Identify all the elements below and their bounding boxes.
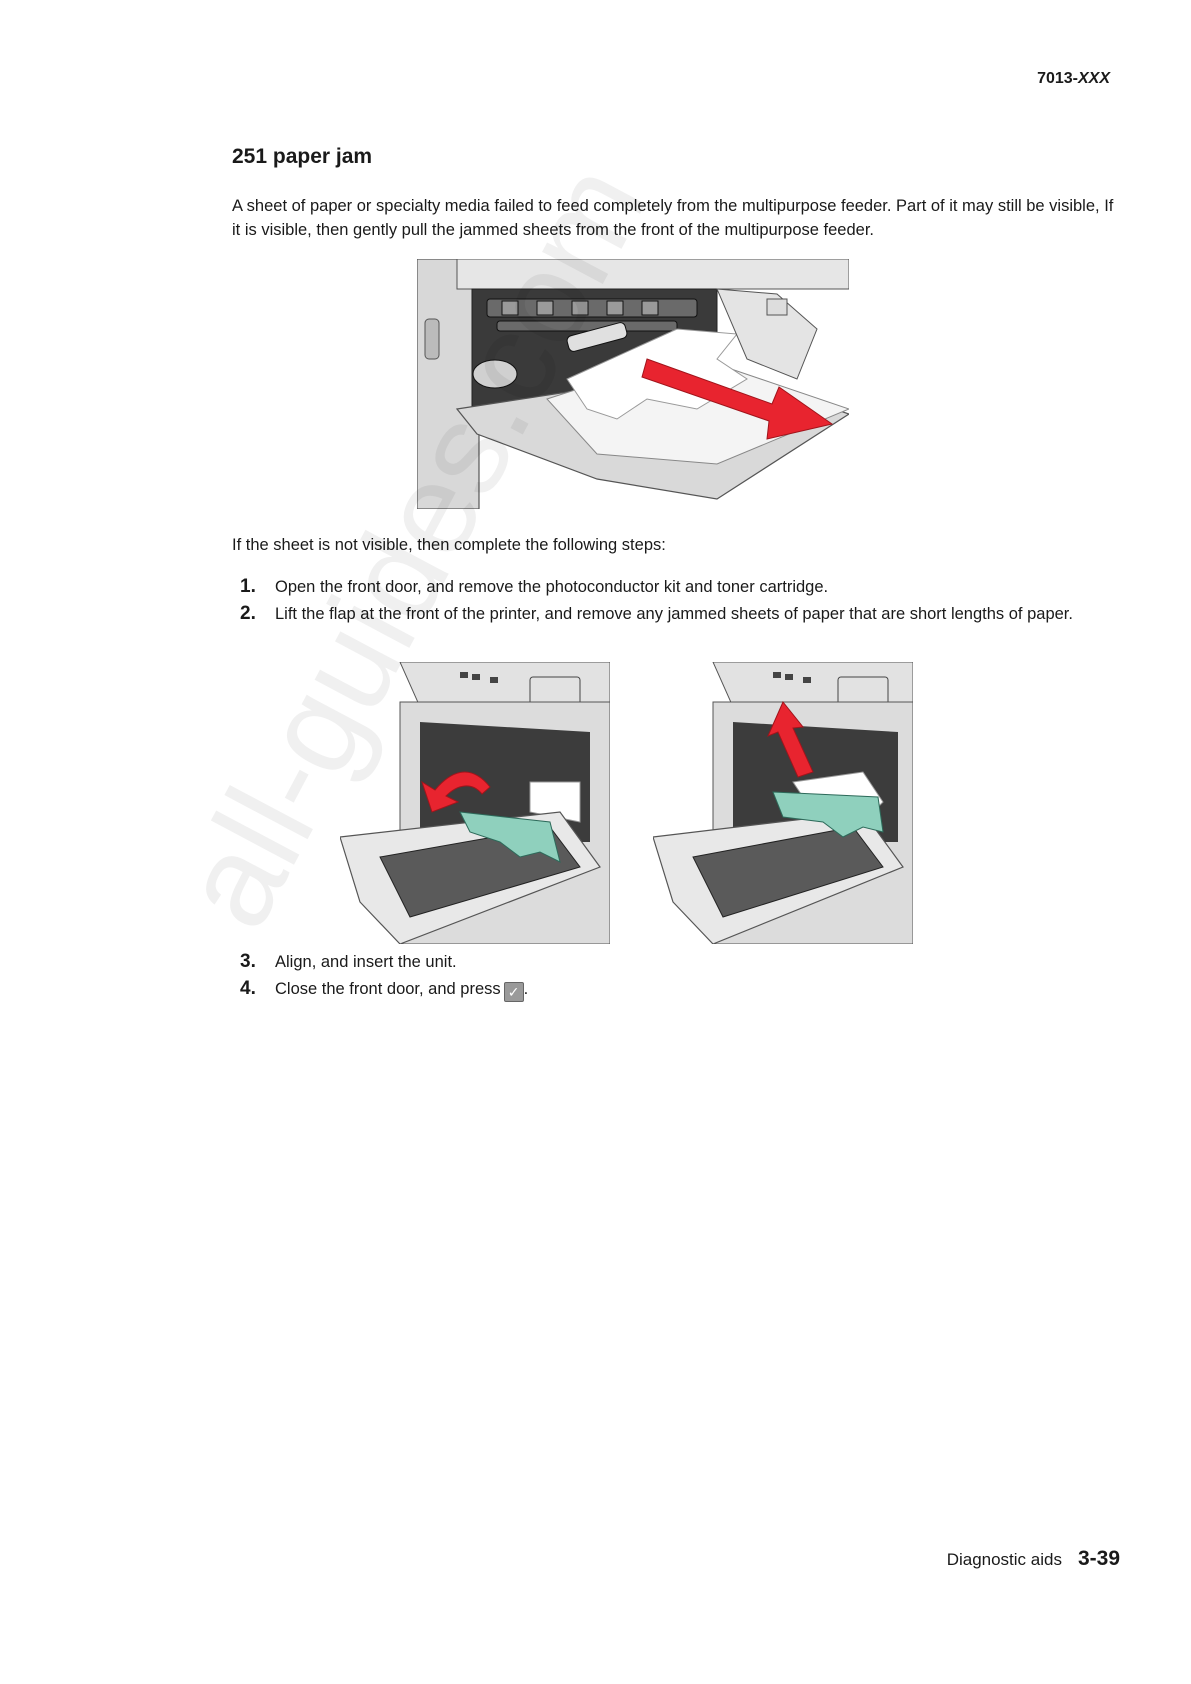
step-text: Align, and insert the unit. (275, 953, 457, 971)
front-door-open-illustration (340, 662, 610, 944)
step-text: Lift the flap at the front of the printe… (275, 605, 1073, 623)
footer-page-number: 3-39 (1077, 1547, 1120, 1570)
step-item: 4. Close the front door, and press✓. (240, 977, 1120, 1002)
intro-paragraph: A sheet of paper or specialty media fail… (232, 197, 1114, 239)
step-text-main: Close the front door, and press (275, 980, 501, 998)
steps-list-continued: 3. Align, and insert the unit. 4. Close … (240, 950, 1120, 1005)
page-footer: Diagnostic aids 3-39 (947, 1547, 1120, 1571)
step-number: 1. (240, 576, 256, 597)
step-item: 3. Align, and insert the unit. (240, 950, 1120, 974)
lift-flap-arrow (421, 771, 491, 813)
step-text: Open the front door, and remove the phot… (275, 578, 829, 596)
step-item: 2. Lift the flap at the front of the pri… (240, 602, 1120, 626)
section-title: 251 paper jam (232, 145, 373, 168)
flap-lifted-illustration (653, 662, 913, 944)
pull-direction-arrow (641, 358, 834, 440)
multipurpose-feeder-illustration (417, 259, 849, 509)
step-text-trailing: . (523, 980, 529, 998)
check-icon: ✓ (503, 982, 524, 1002)
step-text: Close the front door, and press✓. (275, 977, 528, 1002)
lift-up-arrow (767, 701, 814, 778)
document-code-prefix: 7013- (1037, 70, 1078, 87)
steps-list: 1. Open the front door, and remove the p… (240, 575, 1120, 629)
teal-flap (772, 791, 884, 838)
step-number: 2. (240, 603, 256, 624)
step-number: 4. (240, 978, 256, 999)
document-code-suffix: XXX (1077, 70, 1110, 87)
teal-flap (459, 811, 561, 863)
step-number: 3. (240, 951, 256, 972)
document-code: 7013-XXX (1037, 70, 1110, 88)
not-visible-paragraph: If the sheet is not visible, then comple… (232, 536, 666, 554)
footer-section-name: Diagnostic aids (946, 1550, 1062, 1569)
step-item: 1. Open the front door, and remove the p… (240, 575, 1120, 599)
